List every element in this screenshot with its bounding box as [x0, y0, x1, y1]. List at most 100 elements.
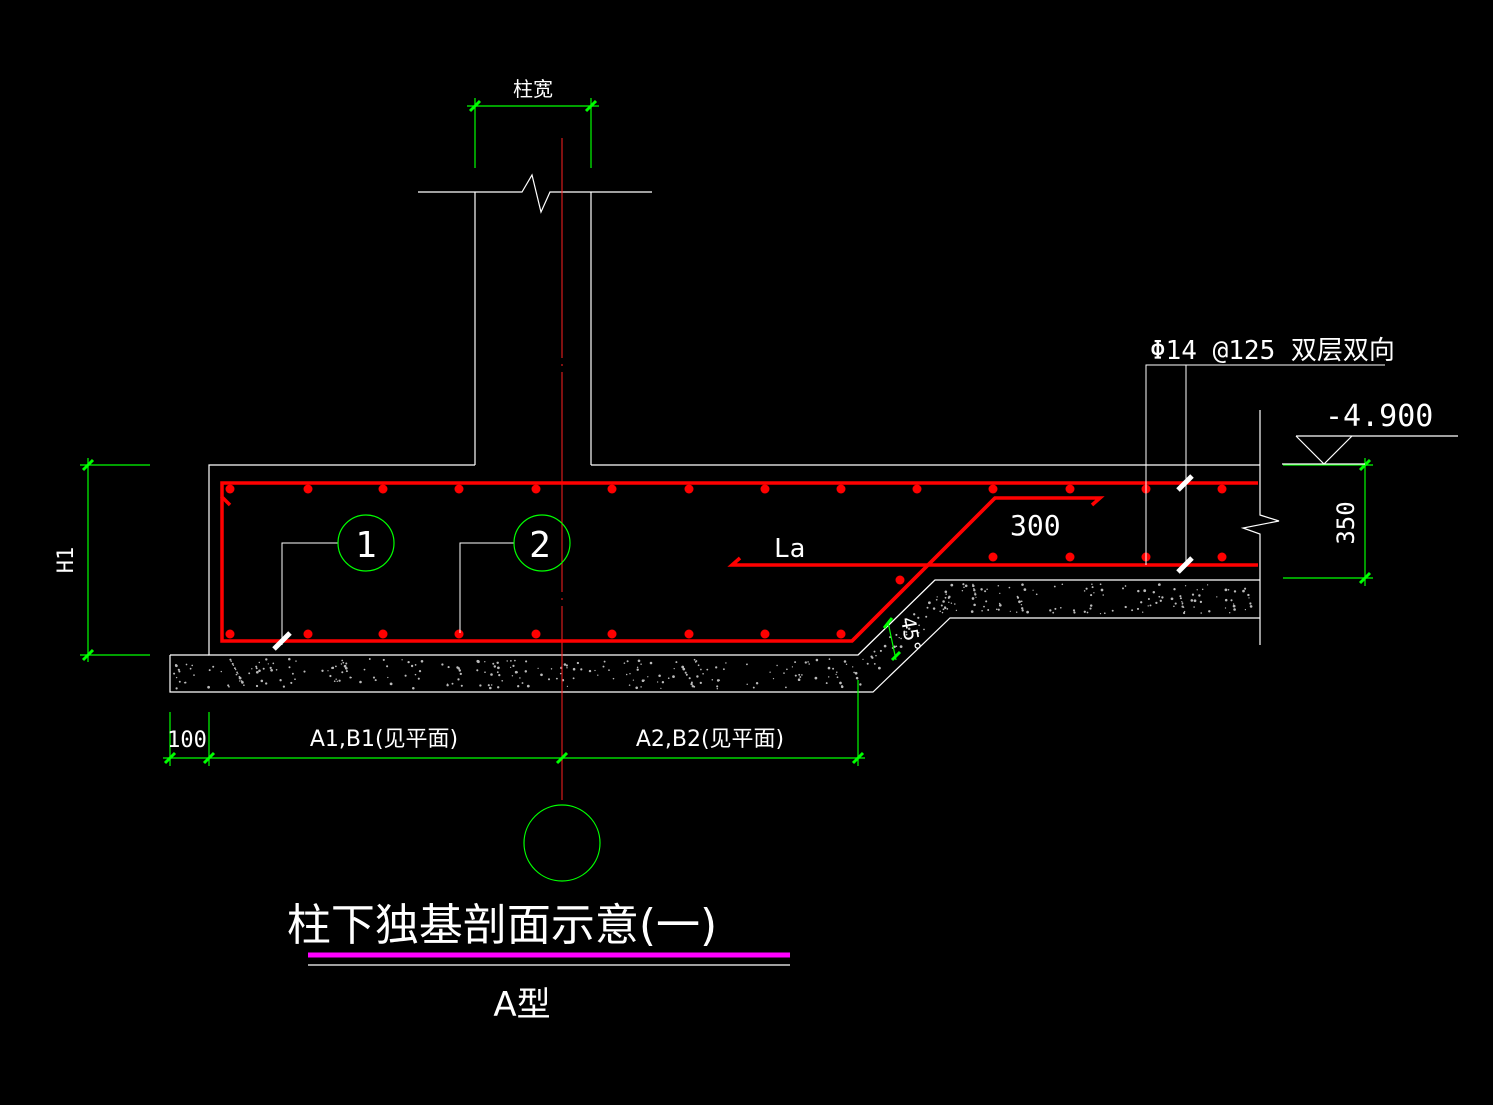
hatch-speck	[1179, 597, 1182, 600]
hatch-speck	[998, 602, 1001, 605]
hatch-speck	[955, 609, 958, 612]
hatch-speck	[835, 673, 837, 676]
rebar-dot-bottom-7	[760, 629, 770, 639]
hatch-speck	[1224, 588, 1228, 592]
hatch-speck	[1124, 605, 1127, 609]
axis-bubble	[523, 804, 601, 882]
hatch-speck	[602, 665, 605, 668]
rebar-dot-bottom-6	[684, 629, 694, 639]
hatch-speck	[1103, 612, 1106, 615]
hatch-speck	[496, 671, 499, 674]
rebar-dot-bottom-4	[531, 629, 541, 639]
rebar	[220, 481, 1258, 643]
hatch-speck	[950, 583, 954, 587]
hatch-speck	[1035, 593, 1038, 596]
hatch-speck	[658, 674, 661, 678]
hatch-speck	[917, 616, 920, 619]
rebar-dot-top-6	[684, 484, 694, 494]
hatch-speck	[270, 668, 273, 672]
hatch-speck	[1102, 594, 1104, 596]
rebar-dot-bottom-0	[225, 629, 235, 639]
hatch-speck	[241, 681, 244, 684]
rebar-dot-bottom-3	[454, 629, 464, 639]
hatch-speck	[947, 596, 950, 599]
hatch-speck	[1099, 612, 1102, 615]
rebar-dot-top-4	[531, 484, 541, 494]
rebar-dot-top-5	[607, 484, 617, 494]
footing-break-line	[1240, 410, 1280, 645]
hatch-speck	[550, 668, 553, 670]
hatch-speck	[458, 669, 462, 672]
hatch-speck	[329, 674, 332, 678]
hatch-speck	[873, 663, 876, 665]
hatch-speck	[341, 671, 344, 674]
hatch-speck	[1054, 607, 1057, 610]
hatch-speck	[804, 661, 807, 664]
hatch-speck	[496, 661, 499, 665]
rebar-dot-top-10	[988, 484, 998, 494]
hatch-speck	[1089, 607, 1092, 610]
hatch-speck	[1179, 595, 1182, 598]
hatch-speck	[1091, 586, 1094, 589]
hatch-speck	[973, 603, 976, 607]
hatch-speck	[904, 621, 907, 624]
hatch-speck	[925, 615, 928, 618]
hatch-speck	[999, 592, 1001, 595]
hatch-speck	[917, 631, 920, 634]
rebar-dot-stepped-1	[1065, 552, 1075, 562]
hatch-speck	[267, 663, 269, 665]
hatch-speck	[1089, 604, 1093, 607]
hatch-speck	[769, 671, 771, 673]
hatch-speck	[1049, 609, 1052, 612]
hatch-speck	[1147, 597, 1150, 601]
hatch-speck	[1249, 605, 1253, 608]
hatch-speck	[389, 682, 393, 686]
rebar-dot-top-0	[225, 484, 235, 494]
hatch-speck	[173, 672, 176, 675]
hatch-speck	[519, 677, 521, 679]
hatch-speck	[970, 610, 974, 613]
hatch-speck	[711, 679, 714, 681]
hatch-speck	[772, 677, 775, 680]
hatch-speck	[973, 588, 976, 592]
hatch-speck	[629, 673, 631, 675]
hatch-speck	[626, 660, 629, 663]
hatch-speck	[265, 682, 268, 685]
hatch-speck	[871, 656, 874, 659]
hatch-speck	[588, 669, 592, 673]
hatch-speck	[1233, 603, 1235, 605]
hatch-speck	[1015, 611, 1018, 613]
hatch-speck	[923, 628, 925, 631]
bottom-rebar-bar-2	[220, 496, 1105, 643]
height-label: H1	[54, 547, 79, 574]
hatch-speck	[177, 668, 180, 671]
hatch-speck	[1009, 610, 1011, 612]
hatch-speck	[997, 608, 1000, 611]
hatch-speck	[294, 678, 296, 681]
hatch-speck	[688, 677, 691, 680]
hatch-speck	[565, 664, 568, 667]
hatch-speck	[625, 673, 628, 676]
hatch-speck	[418, 669, 422, 673]
hatch-speck	[660, 687, 662, 690]
hatch-speck	[193, 674, 195, 676]
hatch-speck	[597, 674, 599, 676]
hatch-speck	[612, 677, 615, 680]
hatch-speck	[941, 611, 944, 614]
hatch-speck	[1136, 607, 1140, 610]
hatch-speck	[859, 683, 862, 686]
hatch-speck	[237, 673, 239, 675]
hatch-speck	[942, 600, 945, 603]
hatch-speck	[1140, 601, 1143, 604]
hatch-speck	[845, 663, 848, 665]
callout-2-circle	[513, 514, 571, 572]
hatch-speck	[303, 670, 306, 673]
hatch-speck	[722, 668, 725, 671]
hatch-speck	[1198, 594, 1201, 597]
hatch-speck	[746, 663, 748, 666]
hatch-speck	[272, 662, 275, 665]
stepped-rebar-bar	[727, 556, 1258, 567]
hatch-speck	[1008, 586, 1011, 589]
concrete-hatch	[173, 583, 1253, 690]
anchorage-label: La	[774, 534, 805, 564]
